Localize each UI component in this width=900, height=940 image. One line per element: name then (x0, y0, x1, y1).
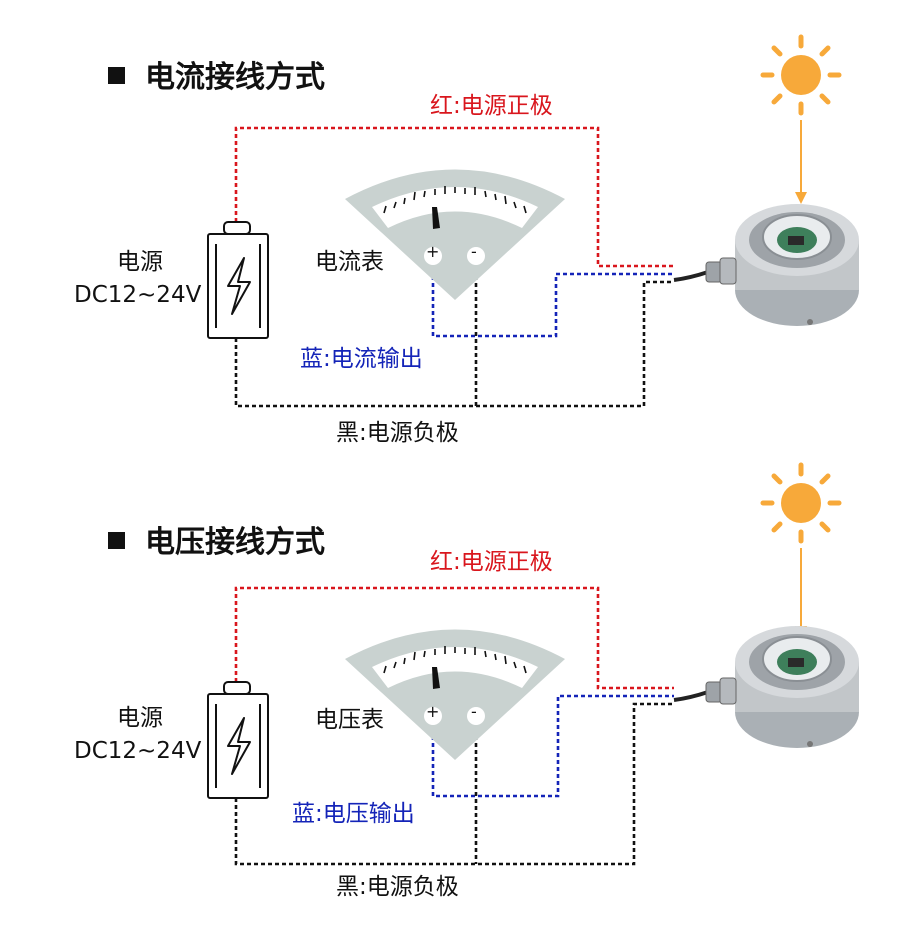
meter-minus-label: - (471, 242, 477, 261)
meter-needle (432, 207, 440, 229)
blue-wire (431, 262, 674, 338)
blue-wire (431, 694, 674, 798)
red-wire (234, 126, 674, 268)
black-wire (234, 280, 674, 408)
black-wire (234, 702, 674, 866)
meter-plus-terminal (424, 707, 442, 725)
sun-icon (760, 34, 842, 116)
sensor-icon (673, 204, 859, 326)
wiring-section-current: 电流接线方式 红:电源正极 电源 DC12~24V 电流表 + - 蓝:电流输出… (74, 34, 859, 446)
red-wire-label: 红:电源正极 (430, 93, 553, 119)
arrow-down-icon (795, 120, 807, 204)
meter-label: 电压表 (315, 707, 384, 733)
battery-icon (207, 221, 269, 339)
meter-needle (432, 667, 440, 689)
black-wire-label: 黑:电源负极 (336, 874, 459, 900)
power-label: 电源 (117, 249, 163, 275)
wiring-diagram (207, 34, 859, 408)
sun-icon (760, 462, 842, 544)
meter-minus-terminal (467, 707, 485, 725)
power-label: 电源 (117, 705, 163, 731)
sensor-icon (673, 626, 859, 748)
meter-minus-label: - (471, 702, 477, 721)
red-wire (234, 586, 674, 690)
lightning-icon (227, 717, 251, 775)
meter-icon (345, 629, 565, 760)
black-wire-label: 黑:电源负极 (336, 420, 459, 446)
cable-gland (705, 257, 737, 285)
section-title: 电压接线方式 (108, 517, 325, 561)
meter-icon (345, 169, 565, 300)
blue-wire-label: 蓝:电压输出 (292, 801, 415, 827)
power-spec: DC12~24V (74, 282, 202, 308)
meter-label: 电流表 (315, 249, 384, 275)
blue-wire-label: 蓝:电流输出 (300, 346, 423, 372)
section-title: 电流接线方式 (108, 52, 325, 96)
meter-plus-label: + (426, 242, 440, 261)
bullet-square-icon (108, 532, 125, 549)
power-spec: DC12~24V (74, 738, 202, 764)
meter-minus-terminal (467, 247, 485, 265)
meter-plus-terminal (424, 247, 442, 265)
wiring-diagram (207, 462, 859, 866)
cable-gland (705, 677, 737, 705)
red-wire-label: 红:电源正极 (430, 549, 553, 575)
arrow-down-icon (795, 548, 807, 638)
bullet-square-icon (108, 67, 125, 84)
meter-plus-label: + (426, 702, 440, 721)
lightning-icon (227, 257, 251, 315)
battery-icon (207, 681, 269, 799)
wiring-section-voltage: 电压接线方式 红:电源正极 电源 DC12~24V 电压表 + - 蓝:电压输出… (0, 460, 900, 930)
